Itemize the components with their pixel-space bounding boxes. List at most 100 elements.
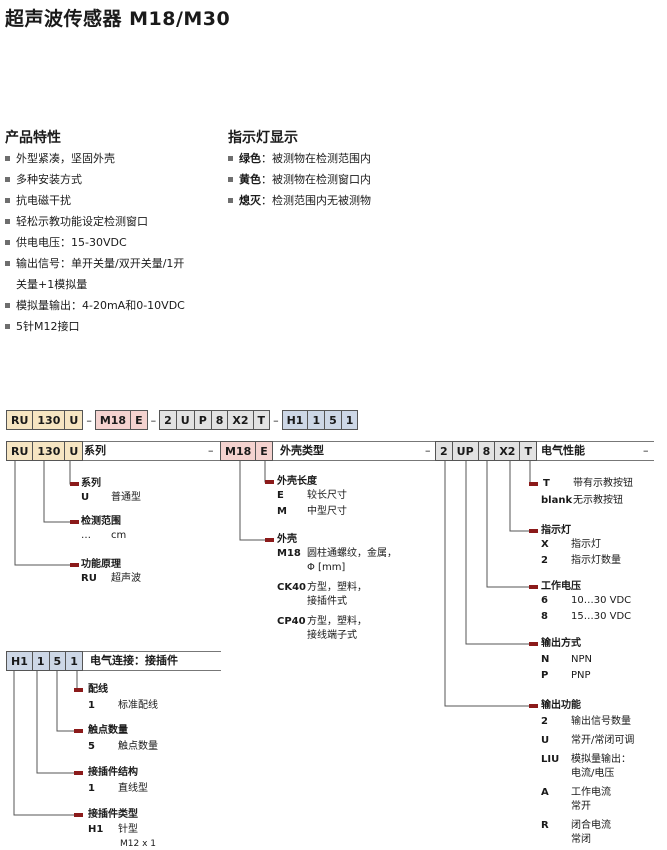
- led-heading: 指示灯: [541, 525, 571, 536]
- code-key: CP40: [277, 616, 306, 627]
- code-cell: 8: [477, 441, 495, 461]
- legend-bar: [6, 441, 654, 461]
- code-cell: 1: [31, 651, 49, 671]
- code-key: H1: [88, 824, 104, 835]
- code-key: U: [541, 735, 550, 746]
- code-cell: H1: [281, 410, 308, 430]
- code-key: U: [81, 492, 90, 503]
- code-value: NPN: [571, 654, 592, 665]
- teach-row: T 带有示教按钮: [541, 477, 633, 491]
- housing-shell-heading: 外壳: [277, 534, 297, 545]
- code-cell: 130: [32, 410, 65, 430]
- code-key: RU: [81, 573, 97, 584]
- code-key: 1: [88, 783, 95, 794]
- range-row: …cm: [81, 529, 126, 543]
- code-cell: 8: [210, 410, 228, 430]
- connector-label: 电气连接：接插件: [90, 654, 178, 667]
- code-value: 工作电流常开: [571, 786, 611, 814]
- indicator-item: 熄灭：检测范围内无被测物: [228, 190, 371, 211]
- feature-item: 供电电压：15-30VDC: [5, 232, 185, 253]
- indicator-color: 绿色: [239, 152, 261, 165]
- code-cell: 1: [340, 410, 359, 430]
- code-value: 带有示教按钮: [573, 478, 633, 489]
- indicators-list: 绿色：被测物在检测范围内 黄色：被测物在检测窗口内 熄灭：检测范围内无被测物: [228, 148, 371, 211]
- code-cell: 5: [324, 410, 341, 430]
- code-cell: 1: [65, 651, 83, 671]
- code-key: E: [277, 490, 284, 501]
- code-value-line: 针型: [118, 824, 138, 835]
- code-cell: RU: [6, 441, 33, 461]
- code-key: LIU: [541, 754, 560, 765]
- code-key: 5: [88, 741, 95, 752]
- range-heading: 检测范围: [81, 516, 121, 527]
- code-cell: 130: [32, 441, 65, 461]
- housing-type-label: 外壳类型: [280, 444, 324, 457]
- code-key: X: [541, 539, 549, 550]
- feature-item: 输出信号：单开关量/双开关量/1开: [5, 253, 185, 274]
- code-value: 闭合电流常闭: [571, 819, 611, 847]
- code-key: T: [543, 478, 550, 489]
- feature-item-continuation: 关量+1模拟量: [16, 278, 88, 291]
- indicator-text: ：被测物在检测范围内: [261, 152, 371, 165]
- code-cell: 5: [48, 651, 66, 671]
- feature-item: 模拟量输出：4-20mA和0-10VDC: [5, 295, 185, 316]
- code-cell: RU: [6, 410, 33, 430]
- code-cell: P: [193, 410, 211, 430]
- feature-item: 外型紧凑，坚固外壳: [5, 148, 185, 169]
- electrical-label: 电气性能: [541, 444, 585, 457]
- code-cell: 2: [159, 410, 176, 430]
- code-cell: M18: [94, 410, 131, 430]
- code-value: 模拟量输出：电流/电压: [571, 753, 631, 781]
- code-value-line: 圆柱通螺纹，金属，: [307, 548, 397, 559]
- code-value-line: Φ [mm]: [307, 562, 346, 573]
- function-row: U 常开/常闭可调: [541, 734, 634, 748]
- code-value-line: 常开: [571, 801, 591, 812]
- code-value-line: 闭合电流: [571, 820, 611, 831]
- features-heading: 产品特性: [5, 130, 61, 146]
- code-key: N: [541, 654, 550, 665]
- code-value-line: 常闭: [571, 834, 591, 845]
- code-dash: –: [273, 413, 279, 427]
- code-key: 6: [541, 595, 548, 606]
- code-cell: M18: [220, 441, 256, 461]
- code-value: 普通型: [111, 492, 141, 503]
- feature-item: 抗电磁干扰: [5, 190, 185, 211]
- legend-dash: –: [425, 444, 431, 457]
- code-key: …: [81, 530, 91, 541]
- code-value-line: 模拟量输出：: [571, 754, 631, 765]
- series-label: 系列: [84, 444, 106, 457]
- code-cell: H1: [6, 651, 32, 671]
- example-code: RU 130 U – M18 E – 2 U P 8 X2 T – H1 1 5…: [6, 410, 359, 430]
- code-key: 2: [541, 555, 548, 566]
- legend-dash: –: [208, 444, 214, 457]
- code-value: 超声波: [111, 573, 141, 584]
- connector-bar: [6, 651, 221, 671]
- code-value: 常开/常闭可调: [571, 735, 635, 746]
- code-value: 15…30 VDC: [571, 611, 632, 622]
- output-heading: 输出方式: [541, 638, 581, 649]
- code-key: 2: [541, 716, 548, 727]
- indicator-color: 熄灭: [239, 194, 261, 207]
- legend-group-housing: M18 E: [220, 441, 273, 461]
- connector-type-heading: 接插件类型: [88, 809, 138, 820]
- code-value-line: 接线端子式: [307, 630, 357, 641]
- code-value: 方型，塑料，接插件式: [307, 581, 367, 609]
- code-key: 1: [88, 700, 95, 711]
